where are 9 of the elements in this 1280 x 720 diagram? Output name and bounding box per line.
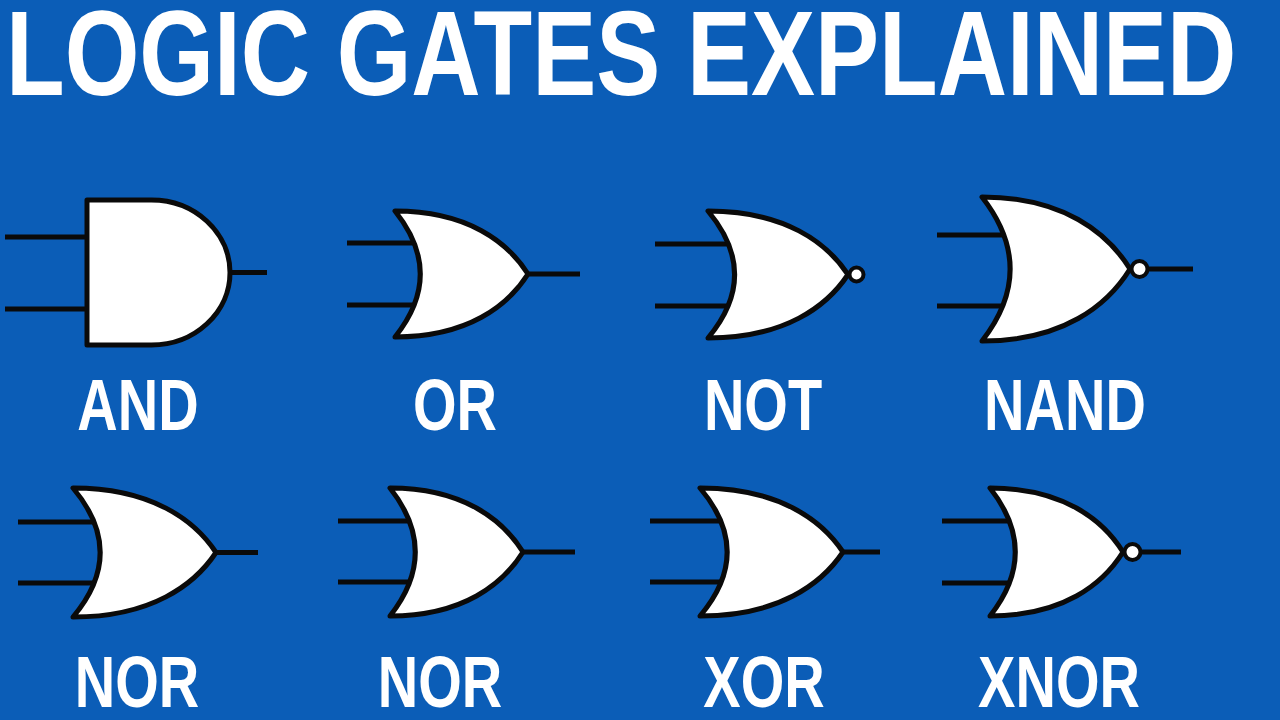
gate-label: OR (413, 374, 497, 436)
gate-label: XNOR (978, 651, 1140, 713)
gate-label: NOR (74, 651, 200, 713)
gate-label: AND (77, 374, 199, 436)
gate-label: XOR (703, 651, 825, 713)
gate-label: NOT (703, 374, 823, 436)
gate-label: NOR (377, 651, 503, 713)
gate-label: NAND (984, 374, 1146, 436)
title: LOGIC GATES EXPLAINED (6, 2, 1237, 104)
